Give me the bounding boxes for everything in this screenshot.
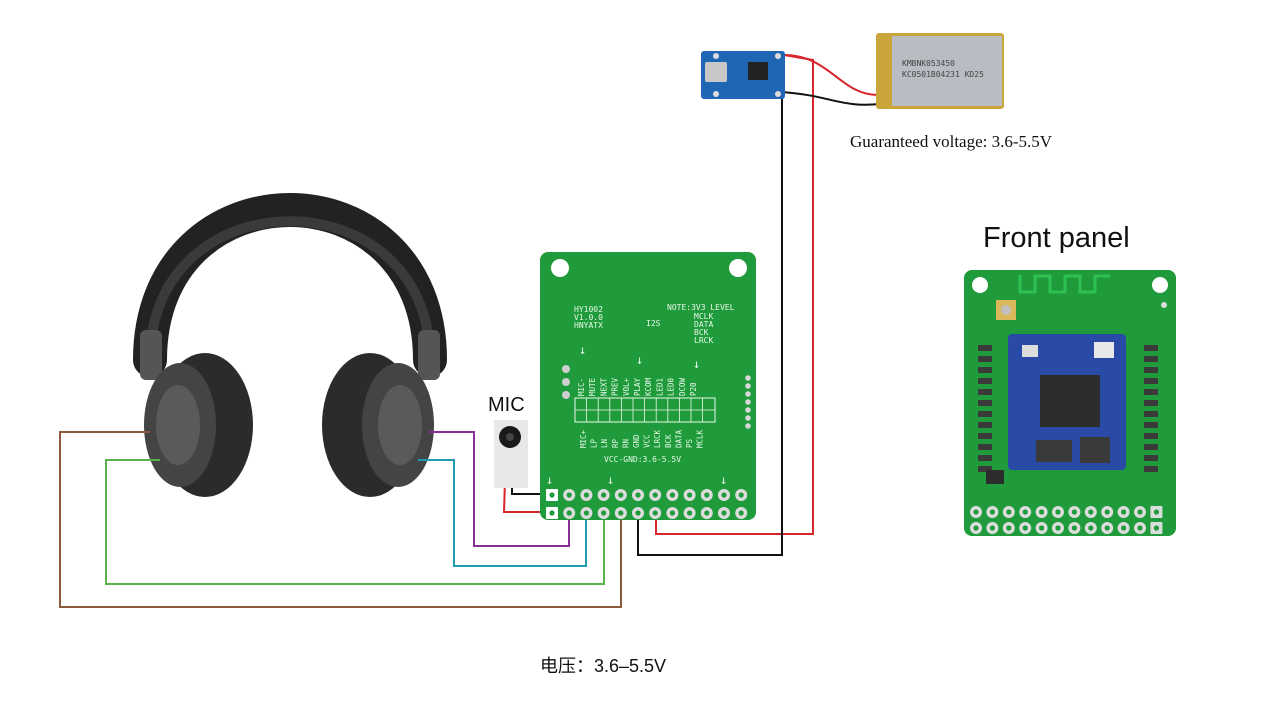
microphone-image	[494, 420, 528, 488]
pin-label-top: KCOM	[644, 377, 653, 396]
label-mic: MIC	[488, 394, 525, 416]
board-note-line3: DATA	[694, 320, 713, 329]
board-model-line1: HY1002	[574, 305, 603, 314]
label-voltage-chinese: 电压：3.6–5.5V	[540, 656, 667, 676]
pin-label-bottom: RP	[611, 438, 620, 448]
svg-text:↓: ↓	[693, 357, 700, 371]
board-note-line2: MCLK	[694, 312, 713, 321]
wire-battery-black	[779, 91, 881, 106]
wire-brown	[59, 431, 622, 608]
battery-line2: KC0501B04231 KD25	[902, 70, 984, 79]
board-model-line2: V1.0.0	[574, 313, 603, 322]
pin-label-bottom: VCC	[643, 434, 652, 448]
wire-teal	[418, 459, 587, 567]
wires	[59, 54, 881, 608]
pin-label-top: LED1	[655, 378, 664, 396]
pin-label-bottom: PS	[685, 438, 694, 448]
pin-label-bottom: RN	[621, 439, 630, 448]
board-model-line3: HNYATX	[574, 321, 603, 330]
board-note-line1: NOTE:3V3 LEVEL	[667, 303, 735, 312]
label-front-panel: Front panel	[983, 222, 1130, 254]
pin-label-top: DCOW	[678, 377, 687, 396]
svg-text:↓: ↓	[636, 353, 643, 367]
pin-label-bottom: BCK	[664, 434, 673, 448]
bluetooth-board-front	[964, 270, 1176, 536]
svg-text:↓: ↓	[607, 473, 614, 487]
pin-label-bottom: LP	[590, 438, 599, 448]
pin-label-top: LED0	[667, 377, 676, 396]
pin-label-bottom: MIC+	[579, 429, 588, 448]
pin-label-bottom: LN	[600, 439, 609, 448]
board-note-line5: LRCK	[694, 336, 713, 345]
pin-label-top: PREV	[611, 377, 620, 396]
headphones-image	[133, 193, 447, 497]
pin-label-bottom: DATA	[674, 429, 683, 448]
charger-module-image	[701, 51, 785, 99]
wire-purple	[430, 431, 570, 547]
pin-label-bottom: LRCK	[653, 429, 662, 448]
board-i2s: I2S	[646, 319, 661, 328]
board-vcc-note: VCC-GND:3.6-5.5V	[604, 455, 681, 464]
pin-label-top: MIC-	[577, 378, 586, 396]
svg-text:↓: ↓	[546, 473, 553, 487]
svg-text:↓: ↓	[720, 473, 727, 487]
pin-label-bottom: MCLK	[696, 429, 705, 448]
pin-label-top: P20	[689, 382, 698, 396]
lipo-battery-image: KMBNK053450 KC0501B04231 KD25	[876, 33, 1004, 109]
board-note-line4: BCK	[694, 328, 709, 337]
svg-text:↓: ↓	[579, 343, 586, 357]
bluetooth-board-back: HY1002 V1.0.0 HNYATX NOTE:3V3 LEVEL MCLK…	[540, 252, 756, 520]
pin-label-top: PLAY	[633, 377, 642, 396]
label-guaranteed-voltage: Guaranteed voltage: 3.6-5.5V	[850, 132, 1053, 151]
wire-battery-red	[783, 54, 879, 96]
pin-label-top: NEXT	[599, 377, 608, 396]
battery-line1: KMBNK053450	[902, 59, 955, 68]
wire-green	[105, 459, 605, 585]
pin-label-top: MUTE	[588, 377, 597, 396]
pin-label-top: VOL+	[622, 377, 631, 396]
pin-label-bottom: GND	[632, 434, 641, 448]
